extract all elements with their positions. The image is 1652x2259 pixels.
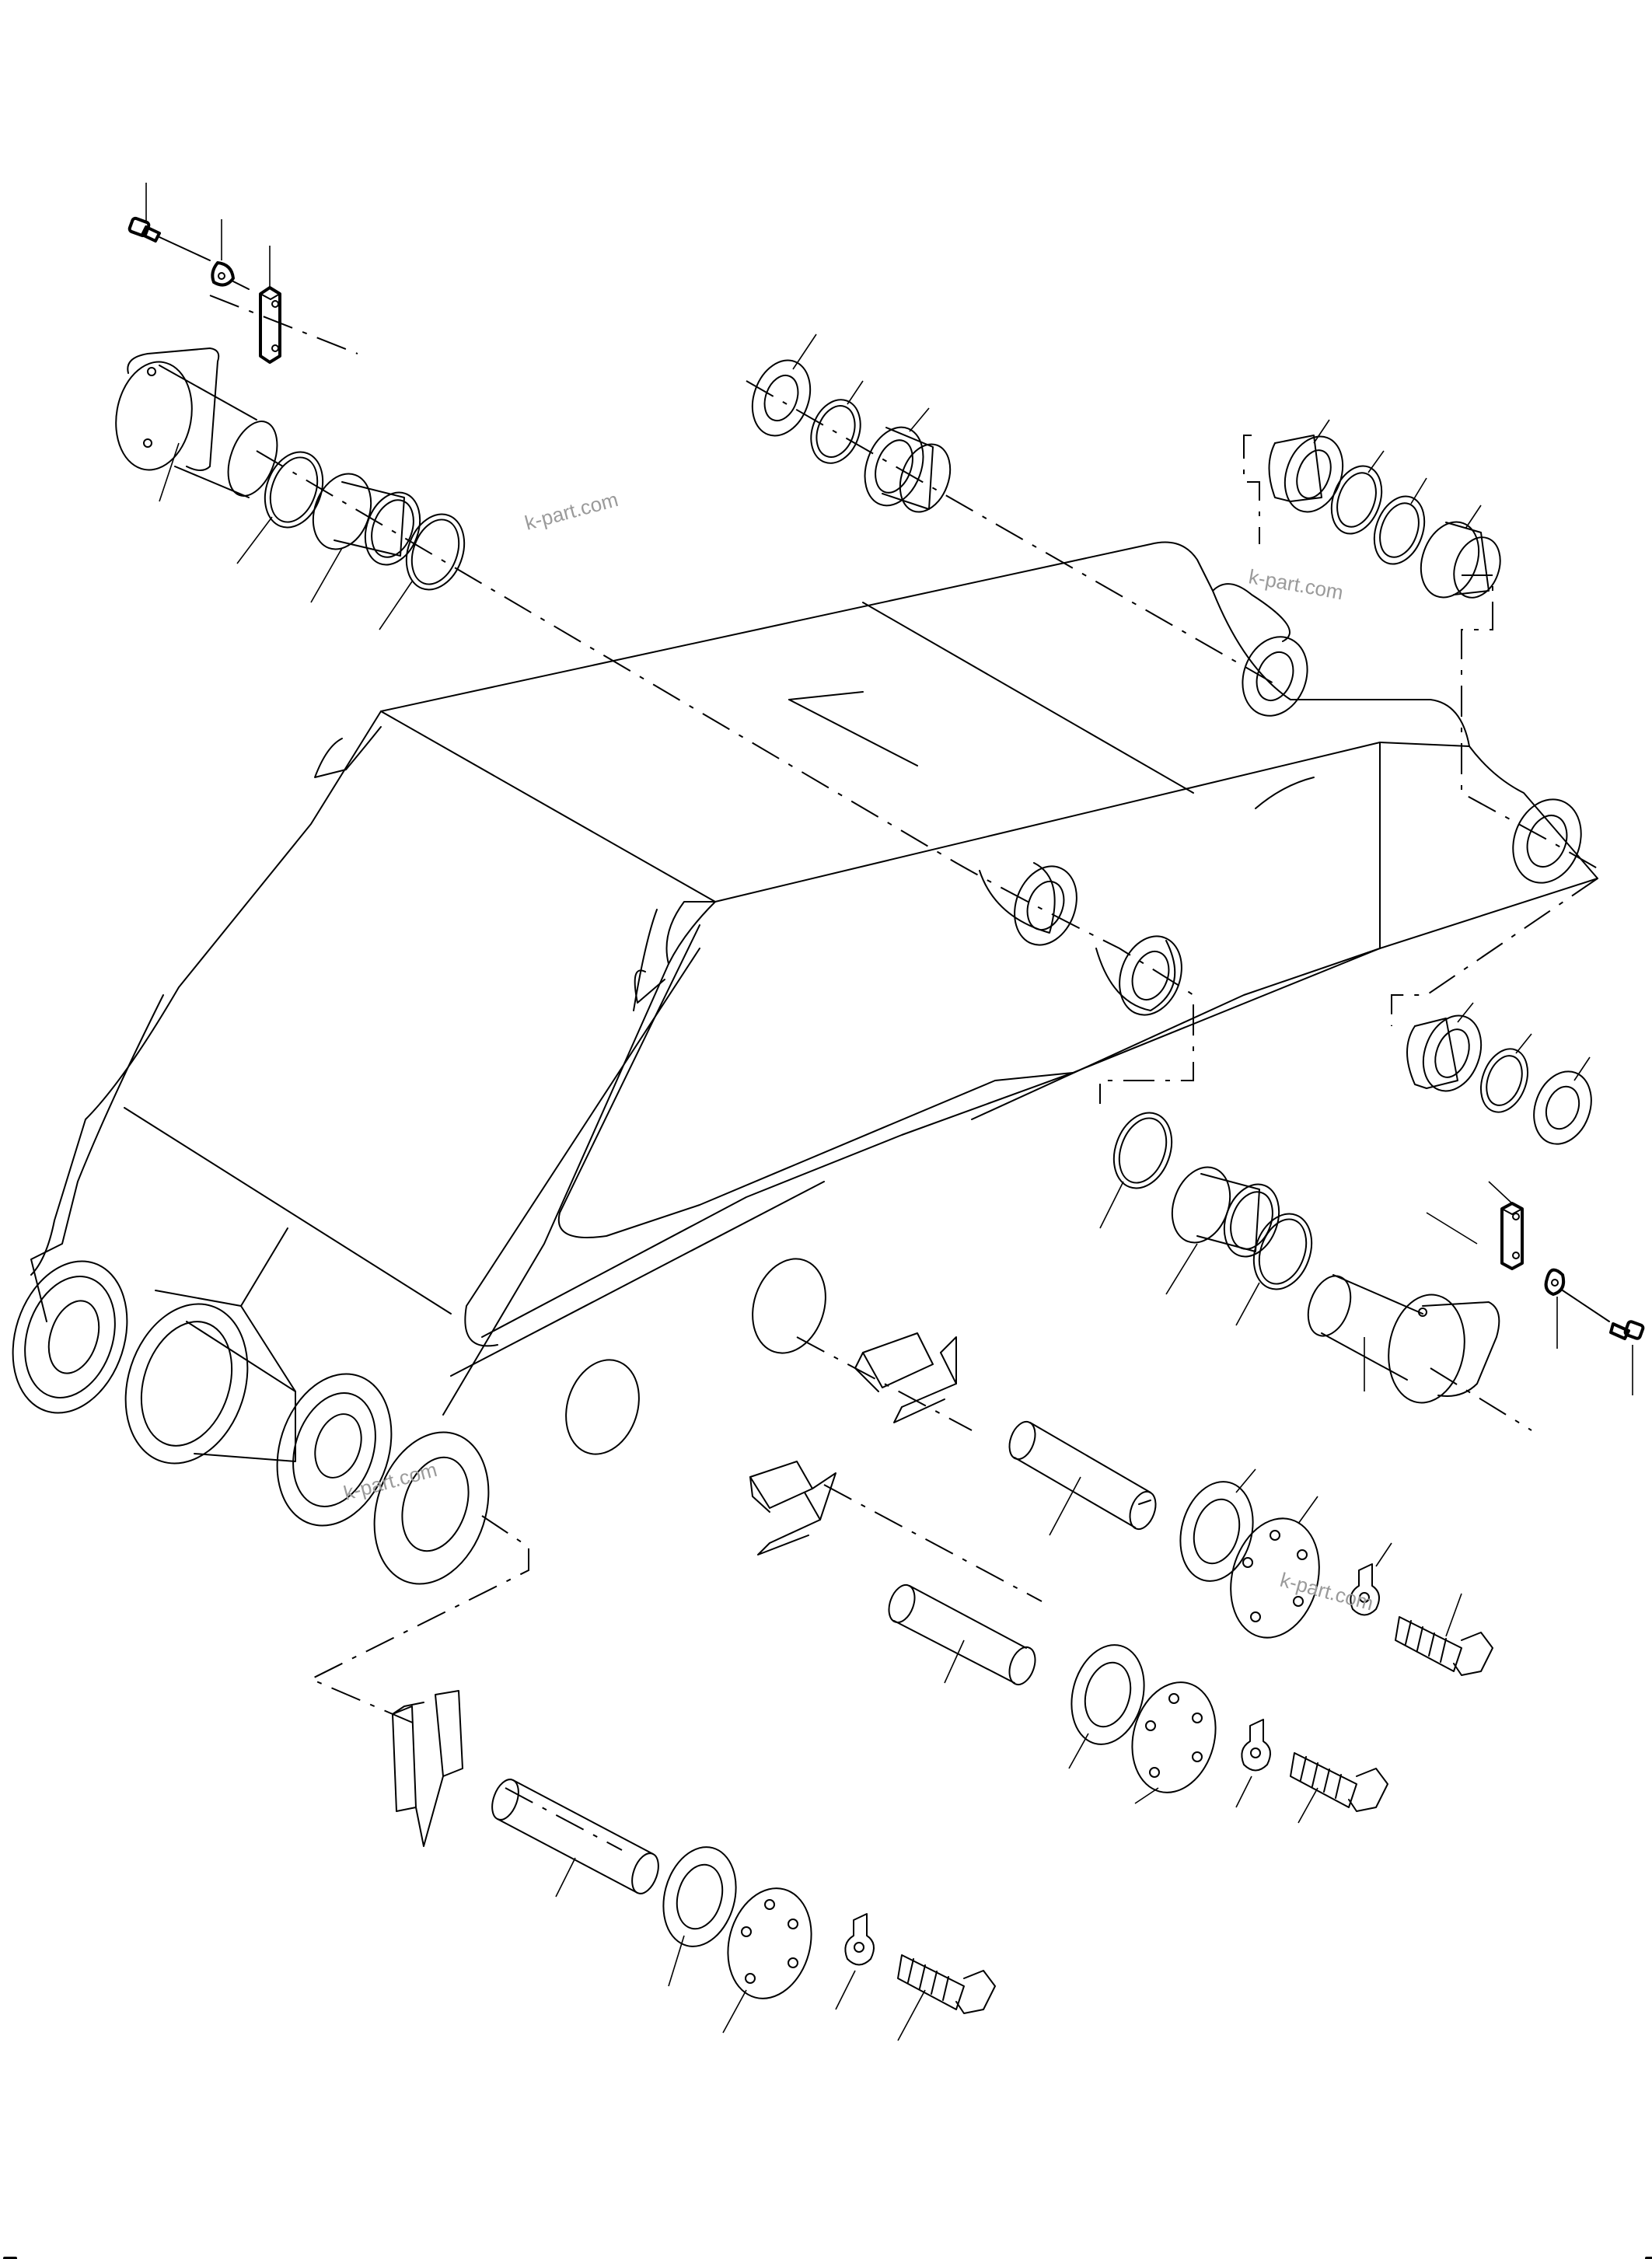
plate-icon[interactable]: [1061, 1637, 1155, 1769]
plate-icon[interactable]: [1120, 1673, 1228, 1804]
pin-icon[interactable]: [487, 1775, 664, 1898]
ring-icon[interactable]: [1322, 450, 1390, 541]
bushing-icon[interactable]: [854, 407, 959, 519]
plate-icon[interactable]: [1170, 1468, 1264, 1589]
ring-icon[interactable]: [1472, 1033, 1535, 1119]
pin-icon[interactable]: [1301, 1270, 1500, 1409]
lock-plate-icon[interactable]: [1426, 1181, 1524, 1270]
lock-plate-icon[interactable]: [259, 246, 281, 364]
lock-washer-icon[interactable]: [211, 219, 250, 290]
lock-washer-icon[interactable]: [1235, 1719, 1271, 1808]
bushing-icon[interactable]: [1268, 419, 1353, 520]
shim-icon[interactable]: [392, 1690, 463, 1847]
bolt-icon[interactable]: [127, 183, 211, 261]
ring-icon[interactable]: [1365, 477, 1433, 571]
ring-icon[interactable]: [1099, 1105, 1182, 1229]
shim-icon[interactable]: [854, 1332, 957, 1423]
bushing-icon[interactable]: [303, 466, 429, 603]
boom-foot-bosses: [12, 1260, 490, 1585]
center-lines: [209, 295, 1602, 1851]
watermark: k-part.com: [1247, 564, 1345, 604]
boom-icon[interactable]: [30, 541, 1598, 1416]
watermark: k-part.com: [1277, 1568, 1375, 1615]
shim-icon[interactable]: [749, 1461, 836, 1555]
plate-icon[interactable]: [716, 1879, 823, 2034]
ring-icon[interactable]: [802, 380, 868, 470]
washer-icon[interactable]: [1525, 1056, 1601, 1152]
lock-washer-icon[interactable]: [1544, 1268, 1610, 1349]
lock-washer-icon[interactable]: [835, 1913, 875, 2010]
bushing-icon[interactable]: [1162, 1159, 1288, 1295]
lock-washer-icon[interactable]: [1350, 1542, 1392, 1616]
washer-icon[interactable]: [742, 333, 820, 444]
pin-icon[interactable]: [1004, 1418, 1160, 1536]
ring-icon[interactable]: [1235, 1206, 1322, 1326]
watermark: k-part.com: [341, 1458, 439, 1505]
plate-icon[interactable]: [1218, 1496, 1332, 1648]
bolt-icon[interactable]: [1609, 1320, 1645, 1395]
boom-pin-retainers: [565, 1258, 826, 1455]
bushing-icon[interactable]: [1406, 1002, 1491, 1099]
bushing-icon[interactable]: [1411, 505, 1508, 606]
ring-icon[interactable]: [379, 506, 474, 630]
bolt-icon[interactable]: [897, 1954, 996, 2041]
pin-icon[interactable]: [884, 1581, 1039, 1688]
plate-icon[interactable]: [653, 1839, 747, 1987]
ring-icon[interactable]: [236, 444, 333, 564]
pin-icon[interactable]: [108, 347, 287, 503]
bolt-icon[interactable]: [1395, 1593, 1493, 1676]
watermark: k-part.com: [522, 487, 620, 535]
bolt-icon[interactable]: [1290, 1752, 1388, 1824]
